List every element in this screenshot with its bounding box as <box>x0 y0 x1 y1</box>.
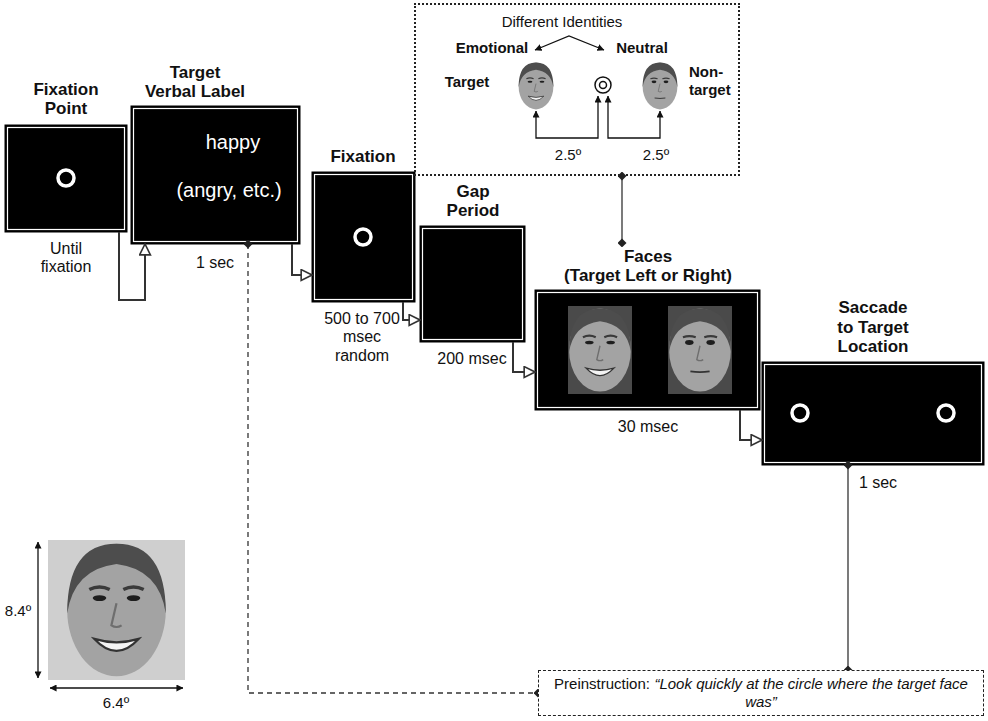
target-ring <box>792 405 808 421</box>
face-background <box>668 306 732 394</box>
face-background <box>568 306 632 394</box>
screen-frame <box>423 229 523 340</box>
screen-frame <box>315 175 413 300</box>
heading-stack: Faces(Target Left or Right) <box>537 247 759 286</box>
screen-box: Faces(Target Left or Right) <box>535 290 760 410</box>
panel-label: Emotional <box>456 39 529 57</box>
panel-label: Target <box>445 73 490 91</box>
screen-fill <box>762 362 984 465</box>
emotional-face <box>519 63 554 110</box>
screen-box: Target Verbal Labelhappy(angry, etc.) <box>131 106 300 244</box>
heading-stack: Fixation Point <box>20 80 112 119</box>
screen-frame <box>420 226 525 342</box>
sequence-arrow <box>119 232 145 300</box>
screen-fill <box>420 226 525 342</box>
distance-bracket <box>536 96 598 138</box>
screen-text: happy <box>206 130 261 154</box>
screen-box: Fixation Point <box>5 125 127 232</box>
screen-heading: Fixation Point <box>20 80 112 119</box>
panel-figure <box>519 36 678 138</box>
screen-heading: (Target Left or Right) <box>564 266 732 286</box>
screen-frame <box>762 362 984 465</box>
screen-fill <box>312 172 415 302</box>
screen-fill <box>131 106 300 244</box>
panel-label: 2.5º <box>643 146 669 164</box>
timing-label: 1 sec <box>196 254 234 272</box>
screen-box: Gap Period <box>420 226 525 342</box>
identity-arrow <box>535 36 604 50</box>
size-figure <box>38 540 185 688</box>
screen-box: Fixation <box>312 172 415 302</box>
fixation-mark <box>595 77 611 93</box>
heading-stack: Fixation <box>313 147 413 167</box>
dimension-arrow <box>37 542 38 678</box>
neutral-face <box>643 63 678 110</box>
instruction-text: Preinstruction: <box>554 675 650 692</box>
screen-frame <box>538 293 758 408</box>
screen-heading: Gap Period <box>437 182 509 221</box>
panel-label: 2.5º <box>555 146 581 164</box>
sequence-arrow <box>740 410 762 440</box>
dimension-label: 6.4º <box>103 694 129 711</box>
heading-stack: Gap Period <box>437 182 509 221</box>
timing-label: 500 to 700 msec random <box>324 310 400 365</box>
dimension-arrow <box>50 687 183 688</box>
fixation-ring <box>58 170 74 186</box>
fixation-mark <box>600 82 607 89</box>
timing-label: 30 msec <box>618 418 678 436</box>
stimulus-faces <box>568 306 732 394</box>
sequence-arrow <box>513 342 535 372</box>
instruction-link <box>847 465 848 670</box>
screen-fill <box>5 125 127 232</box>
screen-group <box>5 106 984 465</box>
screen-frame <box>312 172 415 302</box>
sequence-arrow <box>292 244 312 275</box>
screen-frame <box>5 125 127 232</box>
timing-label: 200 msec <box>437 350 506 368</box>
screen-frame <box>765 365 982 463</box>
screen-frame <box>131 106 300 244</box>
fixation-ring <box>58 170 954 421</box>
panel-label: Neutral <box>616 39 668 57</box>
screen-box: Saccade to Target Location <box>762 362 984 465</box>
screen-fill <box>535 290 760 410</box>
instruction-text: “Look quickly at the circle where the ta… <box>654 675 968 710</box>
connector-group <box>119 176 848 693</box>
panel-label: Different Identities <box>502 13 623 31</box>
timing-label: 1 sec <box>859 474 897 492</box>
screen-frame <box>134 109 298 242</box>
screen-heading: Saccade to Target Location <box>831 298 915 357</box>
instruction-box: Preinstruction:“Look quickly at the circ… <box>538 670 984 716</box>
heading-stack: Saccade to Target Location <box>831 298 915 357</box>
screen-frame <box>535 290 760 410</box>
instruction-link <box>248 244 538 693</box>
screen-heading: Fixation <box>330 147 395 167</box>
neutral-face <box>669 308 731 391</box>
panel-label: Non-target <box>689 63 737 99</box>
sequence-arrow <box>403 302 420 320</box>
emotional-face <box>569 308 631 391</box>
distance-bracket <box>608 96 660 138</box>
dimension-label: 8.4º <box>5 602 31 619</box>
screen-heading: Faces <box>624 247 672 267</box>
target-ring <box>938 405 954 421</box>
detail-link <box>621 176 622 243</box>
heading-stack: Target Verbal Label <box>142 63 248 102</box>
fixation-ring <box>355 229 371 245</box>
screen-frame <box>8 128 125 230</box>
face-background <box>48 540 185 680</box>
screen-text: (angry, etc.) <box>176 178 281 202</box>
stimulus-panel: Different IdentitiesEmotional NeutralTarg… <box>414 3 740 176</box>
timing-label: Until fixation <box>31 240 101 277</box>
screen-heading: Target Verbal Label <box>142 63 248 102</box>
example-face <box>67 544 166 677</box>
